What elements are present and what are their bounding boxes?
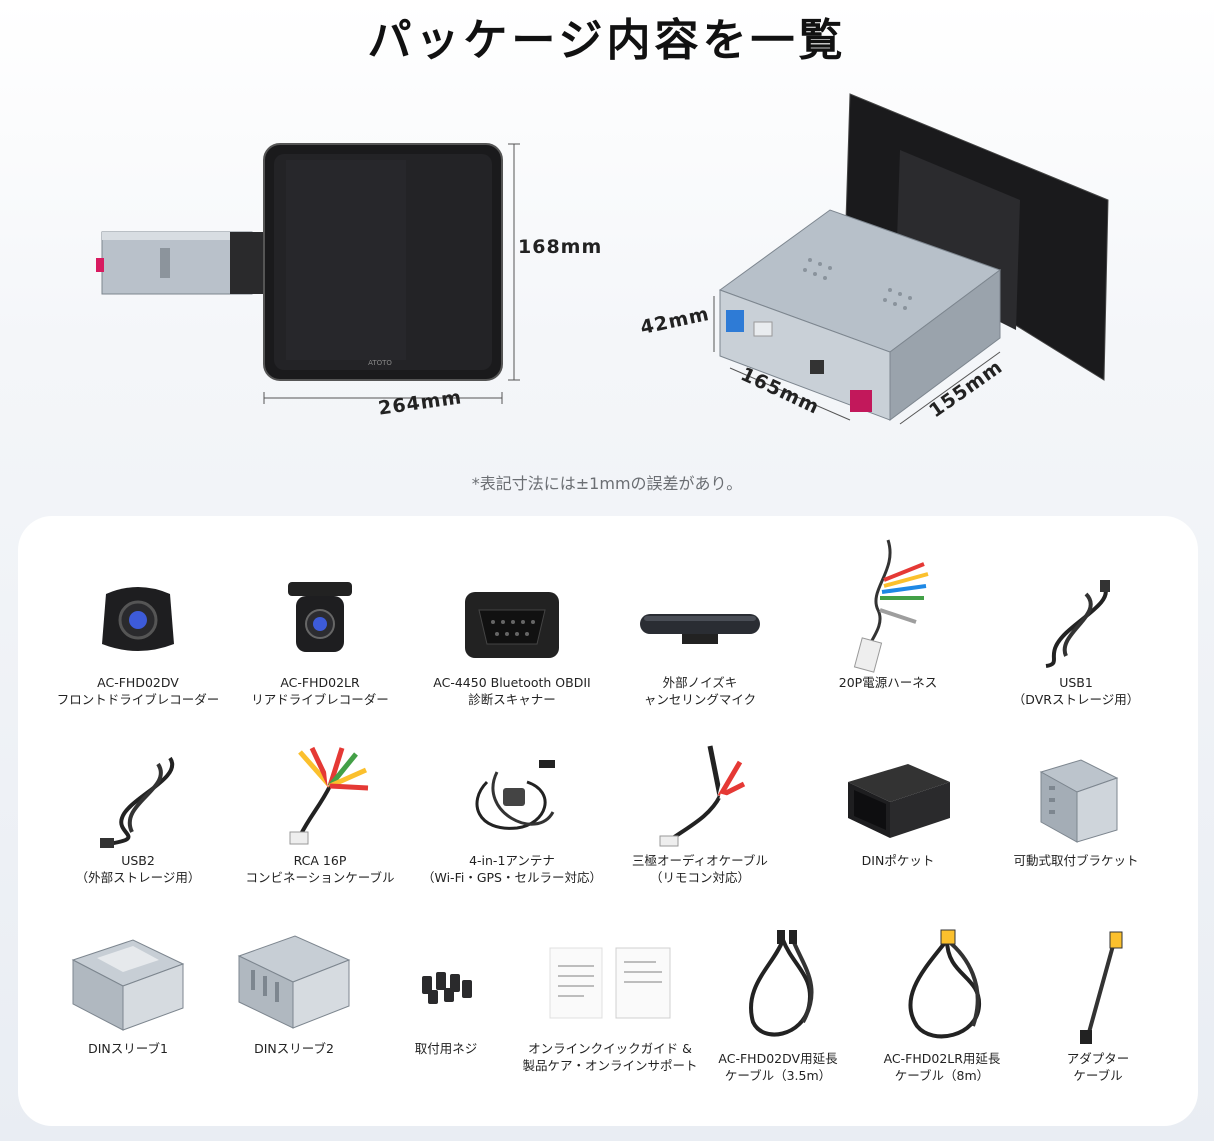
- item-label-line2: （リモコン対応）: [649, 870, 750, 885]
- item-label-line1: USB1: [1059, 675, 1093, 690]
- item-label-line1: DINポケット: [861, 853, 935, 868]
- item-label-line1: USB2: [121, 853, 155, 868]
- extension-cable-icon: [749, 930, 814, 1037]
- item-label-line1: AC-FHD02LR用延長: [883, 1051, 1001, 1066]
- document-icon: [549, 947, 671, 1019]
- item-rca-cable: RCA 16P コンビネーションケーブル: [222, 736, 418, 886]
- device-logo: ATOTO: [368, 359, 392, 367]
- item-din-sleeve-2: DINスリーブ2: [196, 930, 392, 1057]
- item-label-line1: 外部ノイズキ: [662, 675, 738, 690]
- item-lr-extension-cable: AC-FHD02LR用延長ケーブル（8m）: [844, 926, 1040, 1084]
- item-label-line1: 20P電源ハーネス: [838, 675, 938, 690]
- bracket-icon: [1039, 759, 1119, 843]
- item-label-line1: AC-4450 Bluetooth OBDII: [433, 675, 591, 690]
- item-quick-guide: オンラインクイックガイド & 製品ケア・オンラインサポート: [512, 940, 708, 1074]
- rear-dashcam-icon: [288, 582, 352, 652]
- item-bracket: 可動式取付ブラケット: [978, 752, 1174, 869]
- item-label-line1: 4-in-1アンテナ: [469, 853, 555, 868]
- adapter-cable-icon: [1080, 931, 1123, 1044]
- din-pocket-icon: [848, 764, 950, 838]
- item-rear-dashcam: AC-FHD02LR リアドライブレコーダー: [222, 574, 418, 708]
- item-label-line2: （Wi‑Fi・GPS・セルラー対応）: [422, 870, 602, 885]
- item-label-line2: ケーブル: [1073, 1068, 1123, 1083]
- item-label-line2: （外部ストレージ用）: [75, 870, 201, 885]
- item-audio-cable: 三極オーディオケーブル （リモコン対応）: [602, 736, 798, 886]
- rca-cable-icon: [289, 745, 369, 845]
- item-label-line2: リアドライブレコーダー: [251, 692, 389, 707]
- item-microphone: 外部ノイズキャンセリングマイク: [602, 574, 798, 708]
- page-title: パッケージ内容を一覧: [367, 15, 847, 66]
- head-unit-back-image: [713, 93, 1109, 425]
- item-label-line2: ケーブル（3.5m）: [724, 1068, 832, 1083]
- audio-cable-icon: [659, 745, 746, 847]
- front-dashcam-icon: [102, 587, 174, 651]
- item-label-line1: DINスリーブ2: [254, 1041, 334, 1056]
- item-label-line1: アダプター: [1066, 1051, 1130, 1066]
- usb-cable-icon: [1045, 580, 1110, 668]
- package-contents-panel: [18, 516, 1198, 1126]
- extension-cable-icon: [908, 929, 982, 1039]
- item-screws: 取付用ネジ: [348, 946, 544, 1057]
- item-obd-scanner: AC-4450 Bluetooth OBDII 診断スキャナー: [414, 574, 610, 708]
- screws-icon: [422, 972, 472, 1004]
- item-label-line1: AC-FHD02LR: [280, 675, 360, 690]
- item-label-line1: 取付用ネジ: [414, 1041, 478, 1056]
- item-label-line2: （DVRストレージ用）: [1012, 692, 1140, 707]
- dimension-note: *表記寸法には±1mmの誤差があり。: [471, 474, 743, 493]
- item-usb2: USB2 （外部ストレージ用）: [40, 748, 236, 886]
- item-antenna: 4-in-1アンテナ （Wi‑Fi・GPS・セルラー対応）: [414, 752, 610, 886]
- obd-scanner-icon: [465, 592, 559, 658]
- microphone-icon: [640, 614, 760, 644]
- item-label-line2: ケーブル（8m）: [894, 1068, 990, 1083]
- item-adapter-cable: アダプターケーブル: [1000, 926, 1196, 1084]
- usb-cable-icon: [100, 756, 175, 848]
- item-din-sleeve-1: DINスリーブ1: [30, 930, 226, 1057]
- item-label-line2: 診断スキャナー: [468, 692, 556, 707]
- head-unit-front-image: ATOTO: [96, 143, 520, 404]
- item-label-line1: 可動式取付ブラケット: [1013, 853, 1139, 868]
- power-harness-icon: [853, 539, 929, 673]
- item-power-harness: 20P電源ハーネス: [790, 530, 986, 691]
- item-front-dashcam: AC-FHD02DV フロントドライブレコーダー: [40, 574, 236, 708]
- item-label-line1: AC-FHD02DV用延長: [718, 1051, 838, 1066]
- item-din-pocket: DINポケット: [800, 752, 996, 869]
- antenna-icon: [475, 760, 555, 830]
- dimension-height: 168mm: [518, 236, 603, 258]
- item-label-line1: オンラインクイックガイド &: [528, 1041, 692, 1056]
- item-label-line2: コンビネーションケーブル: [245, 870, 395, 885]
- item-label-line2: 製品ケア・オンラインサポート: [522, 1058, 698, 1073]
- din-sleeve-icon: [237, 935, 351, 1029]
- item-usb1: USB1 （DVRストレージ用）: [978, 574, 1174, 708]
- item-label-line1: AC-FHD02DV: [97, 675, 179, 690]
- item-label-line1: DINスリーブ1: [88, 1041, 168, 1056]
- item-dv-extension-cable: AC-FHD02DV用延長ケーブル（3.5m）: [680, 926, 876, 1084]
- item-label-line1: 三極オーディオケーブル: [632, 853, 768, 868]
- item-label-line2: ャンセリングマイク: [643, 692, 757, 707]
- item-label-line2: フロントドライブレコーダー: [56, 692, 220, 707]
- item-label-line1: RCA 16P: [293, 853, 347, 868]
- din-sleeve-icon: [71, 939, 185, 1031]
